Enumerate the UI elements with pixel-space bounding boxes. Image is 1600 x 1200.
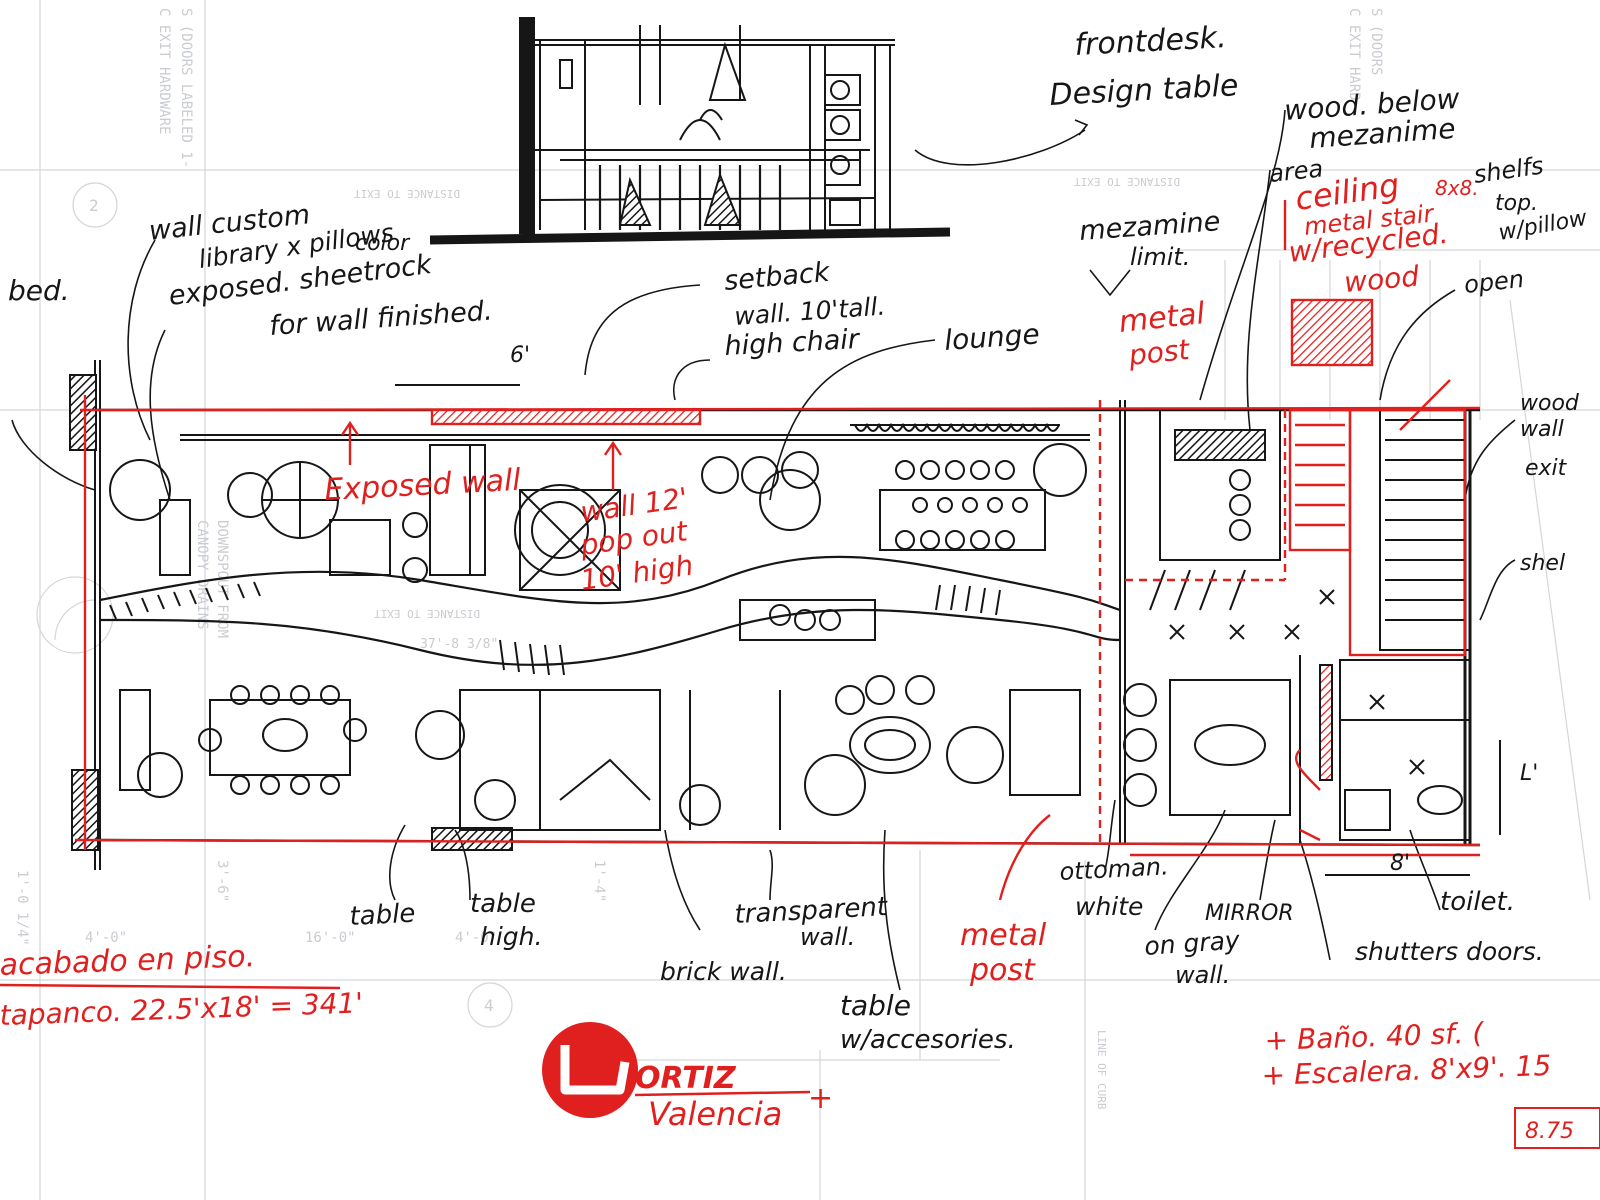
note-shelf: shel <box>1520 551 1565 576</box>
blueprint-lower-dim-4: 4'-0" <box>85 930 127 946</box>
blueprint-dim-37: 37'-8 3/8" <box>420 637 498 652</box>
note-on-gray: on gray <box>1143 925 1241 961</box>
logo-check-icon <box>560 1045 630 1095</box>
blueprint-circle-2: 2 <box>89 196 99 215</box>
note-setback: setback <box>723 257 832 297</box>
note-area: area <box>1268 154 1325 187</box>
note-shelfs: shelfs <box>1472 151 1545 188</box>
note-dim-8: 8' <box>1390 851 1410 876</box>
note-exposed-wall: Exposed wall <box>324 463 523 508</box>
note-top: top. <box>1495 191 1538 216</box>
logo-plus: + <box>808 1081 833 1116</box>
blueprint-exit-left: C EXIT HARDWARE <box>156 8 172 134</box>
note-dim-6: 6' <box>510 343 530 368</box>
logo-line-1: ORTIZ <box>635 1061 737 1096</box>
note-brick-wall: brick wall. <box>660 957 787 986</box>
note-table-high: table <box>470 889 536 919</box>
blueprint-canopy: CANOPY DRAINS <box>194 520 210 630</box>
note-frontdesk: frontdesk. <box>1074 20 1228 63</box>
note-mirror: MIRROR <box>1205 901 1294 926</box>
blueprint-distance-exit-2: DISTANCE TO EXIT <box>1074 175 1180 188</box>
annotation-leaders <box>11 109 1516 991</box>
blueprint-circle-4: 4 <box>484 996 494 1015</box>
floor-plan-black <box>69 360 1501 876</box>
ortiz-valencia-logo: ORTIZ Valencia + <box>542 1022 833 1133</box>
floor-plan-red <box>0 200 1600 1149</box>
note-design-table: Design table <box>1049 68 1240 113</box>
note-transparent-wall: wall. <box>800 923 855 951</box>
red-notes: ceiling 8x8. metal stair w/recycled. woo… <box>0 166 1574 1144</box>
note-ceiling-dim: 8x8. <box>1435 176 1479 200</box>
note-table-accessories: table <box>840 989 911 1022</box>
note-gray-wall: wall. <box>1175 961 1230 989</box>
blueprint-doors-right: S (DOORS <box>1368 8 1384 75</box>
blueprint-dim-4: 4'-0" <box>455 930 497 946</box>
note-metal-post-top: metal <box>1117 296 1207 340</box>
blueprint-dim-3-6: 3'-6" <box>214 860 230 902</box>
note-toilet: toilet. <box>1440 887 1515 917</box>
note-dim-L: L' <box>1520 761 1538 786</box>
elevation-sketch <box>429 17 951 245</box>
blueprint-labels: S (DOORS LABELED 1- C EXIT HARDWARE DIST… <box>14 8 1384 1110</box>
note-total: 8.75 <box>1525 1119 1574 1144</box>
note-high-chair: high chair <box>724 324 862 362</box>
blueprint-doors-left: S (DOORS LABELED 1- <box>178 8 194 168</box>
note-ottoman: ottoman. <box>1059 852 1169 886</box>
note-post-top: post <box>1126 333 1192 372</box>
note-shutters-doors: shutters doors. <box>1355 937 1544 966</box>
blueprint-dim-16: 16'-0" <box>305 930 356 946</box>
note-wall-10tall: wall. 10'tall. <box>733 292 886 331</box>
note-wood: wood <box>1343 260 1421 299</box>
note-table: table <box>349 899 416 932</box>
note-wall: wall <box>1520 417 1564 442</box>
blueprint-dim-1-4: 1'-4" <box>591 860 607 902</box>
note-wall-finished: for wall finished. <box>268 295 493 342</box>
note-high: high. <box>480 922 542 951</box>
blueprint-distance-exit-1: DISTANCE TO EXIT <box>354 187 460 200</box>
black-notes: bed. wall custom library x pillows color… <box>8 20 1590 1055</box>
note-acabado: acabado en piso. <box>0 939 256 983</box>
note-post-bottom: post <box>969 953 1036 988</box>
note-bano: + Baño. 40 sf. ( <box>1264 1016 1485 1057</box>
note-mezzanine-limit: mezamine <box>1078 206 1221 247</box>
note-metal-post-bottom: metal <box>960 918 1047 953</box>
blueprint-exit-right: C EXIT HARD <box>1346 8 1362 101</box>
note-white: white <box>1075 892 1143 921</box>
blueprint-distance-exit-3: DISTANCE TO EXIT <box>374 607 480 620</box>
note-lounge: lounge <box>943 317 1040 357</box>
note-accessories: w/accesories. <box>840 1025 1016 1055</box>
note-open: open <box>1463 265 1526 299</box>
blueprint-dim-1-0-4: 1'-0 1/4" <box>14 870 30 946</box>
blueprint-curb: LINE OF CURB <box>1095 1030 1108 1110</box>
logo-line-2: Valencia <box>648 1095 782 1133</box>
note-color: color <box>355 231 411 256</box>
note-wood-wall: wood <box>1520 391 1580 416</box>
note-tapanco: tapanco. 22.5'x18' = 341' <box>0 986 364 1032</box>
note-bed: bed. <box>8 274 70 307</box>
note-exit: exit <box>1525 456 1568 481</box>
note-limit: limit. <box>1130 243 1190 271</box>
